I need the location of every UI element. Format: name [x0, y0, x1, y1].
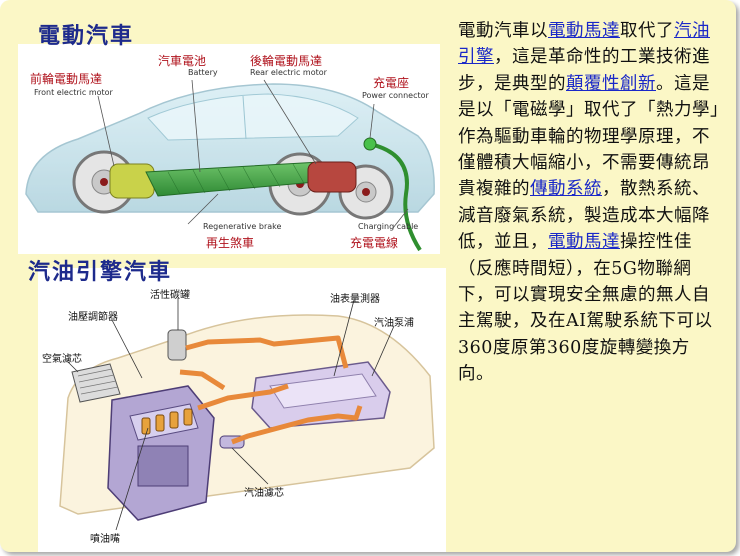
ice-carbon-canister — [167, 329, 187, 361]
label-pressure-regulator: 油壓調節器 — [68, 312, 118, 323]
ice-diagram-panel: 活性碳罐 油表量測器 油壓調節器 汽油泵浦 空氣濾芯 汽油濾芯 噴油嘴 — [38, 268, 446, 552]
label-front-motor-en: Front electric motor — [34, 88, 113, 97]
ev-power-connector — [363, 137, 377, 151]
label-rear-motor-zh: 後輪電動馬達 — [250, 54, 323, 68]
label-brake-zh: 再生煞車 — [206, 236, 255, 250]
label-battery-zh: 汽車電池 — [158, 54, 207, 68]
ice-car-illustration — [59, 298, 435, 531]
ev-car-illustration — [25, 79, 435, 252]
text-seg-5: ，散熱系統、減音廢氣系統，製造成本大幅降低，並且， — [458, 179, 710, 253]
label-front-motor-zh: 前輪電動馬達 — [30, 72, 103, 86]
label-fuel-gauge: 油表量測器 — [330, 294, 380, 305]
ice-fuel-lines — [179, 335, 363, 445]
text-seg-1: 電動汽車以 — [458, 21, 548, 41]
link-transmission-system[interactable]: 傳動系統 — [530, 179, 602, 200]
ev-charging-cable — [369, 142, 422, 252]
ev-diagram-panel: 前輪電動馬達 Front electric motor 汽車電池 Battery… — [18, 44, 440, 254]
label-injector: 噴油嘴 — [90, 534, 120, 545]
text-seg-4: 。這是是以「電磁學」取代了「熱力學」作為驅動車輪的物理學原理，不僅體積大幅縮小，… — [458, 73, 720, 200]
label-brake-en: Regenerative brake — [203, 222, 282, 231]
link-disruptive-innovation[interactable]: 顛覆性創新 — [566, 73, 656, 94]
link-electric-motor-2[interactable]: 電動馬達 — [548, 232, 620, 253]
label-connector-en: Power connector — [362, 91, 429, 100]
label-battery-en: Battery — [188, 68, 218, 77]
label-rear-motor-en: Rear electric motor — [250, 68, 327, 77]
label-cable-en: Charging cable — [358, 222, 419, 231]
link-gasoline-engine[interactable]: 汽油引擎 — [458, 21, 710, 68]
label-air-filter: 空氣濾芯 — [42, 354, 82, 365]
label-cable-zh: 充電電線 — [350, 236, 399, 250]
ice-injectors — [141, 408, 193, 435]
ev-section-title: 電動汽車 — [38, 24, 135, 49]
text-seg-3: ，這是革命性的工業技術進步，是典型的 — [458, 47, 710, 94]
ice-section-title: 汽油引擎汽車 — [28, 260, 173, 285]
label-fuel-pump: 汽油泵浦 — [374, 318, 414, 329]
body-paragraph: 電動汽車以電動馬達取代了汽油引擎，這是革命性的工業技術進步，是典型的顛覆性創新。… — [458, 18, 720, 388]
ice-fuel-tank — [251, 361, 391, 429]
label-connector-zh: 充電座 — [373, 76, 410, 90]
text-seg-2: 取代了 — [620, 21, 674, 41]
label-carbon-canister: 活性碳罐 — [150, 290, 190, 301]
link-electric-motor[interactable]: 電動馬達 — [548, 21, 620, 41]
ev-rear-motor — [307, 161, 357, 193]
ev-front-motor — [109, 163, 155, 199]
label-fuel-filter: 汽油濾芯 — [244, 488, 284, 499]
ice-air-filter — [71, 363, 121, 403]
text-seg-6: 操控性佳（反應時間短），在5G物聯網下，可以實現安全無慮的無人自主駕駛，及在AI… — [458, 232, 713, 385]
